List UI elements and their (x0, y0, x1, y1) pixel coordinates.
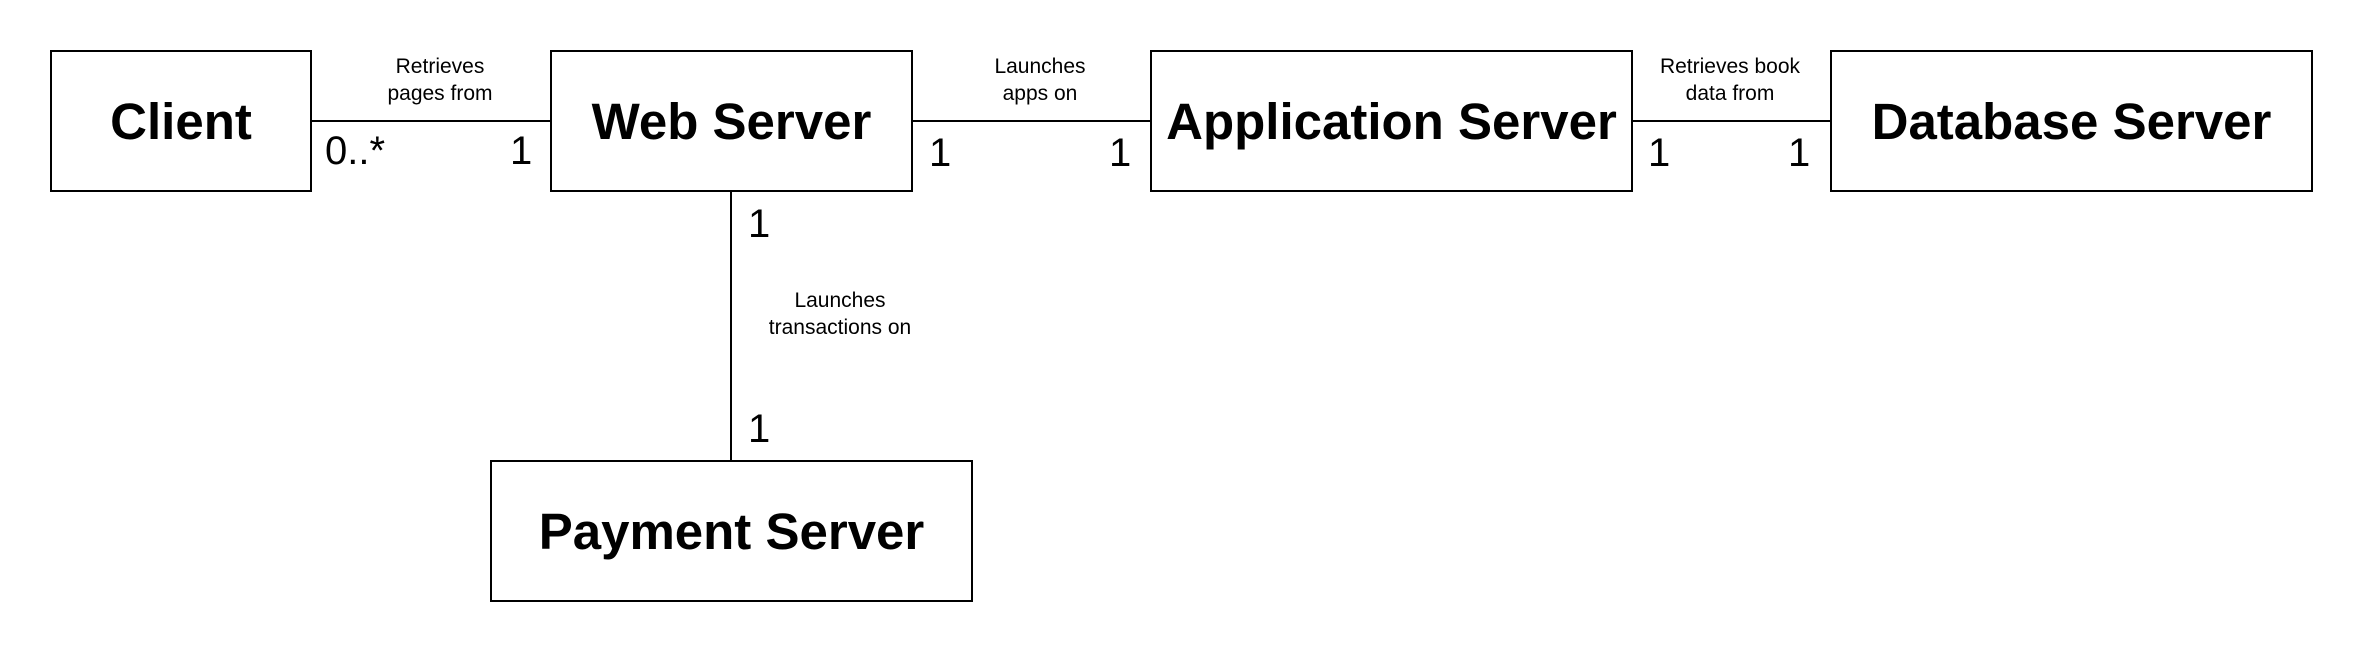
edge-web-app-label: Launches apps on (940, 53, 1140, 107)
edge-client-web-line (311, 120, 552, 122)
application-server-box: Application Server (1150, 50, 1633, 192)
edge-web-payment-label-line1: Launches (794, 289, 886, 312)
edge-app-db-line (1631, 120, 1832, 122)
mult-web-payment-target: 1 (748, 407, 771, 451)
payment-server-box: Payment Server (490, 460, 973, 602)
payment-server-label: Payment Server (538, 502, 925, 560)
edge-web-payment-line (730, 190, 732, 462)
mult-web-app-source: 1 (929, 131, 952, 175)
mult-web-payment-source: 1 (748, 202, 771, 246)
mult-web-app-target: 1 (1109, 131, 1132, 175)
database-server-label: Database Server (1871, 92, 2272, 150)
mult-client-web-target: 1 (510, 129, 533, 173)
mult-app-db-target: 1 (1788, 131, 1811, 175)
edge-web-payment-label: Launches transactions on (740, 287, 940, 341)
mult-app-db-source: 1 (1648, 131, 1671, 175)
edge-client-web-label-line1: Retrieves (395, 55, 485, 78)
mult-client-web-source: 0..* (325, 129, 386, 173)
edge-app-db-label: Retrieves book data from (1630, 53, 1830, 107)
application-server-label: Application Server (1166, 92, 1617, 150)
edge-web-app-label-line1: Launches (994, 55, 1086, 78)
edge-app-db-label-line2: data from (1685, 82, 1775, 105)
edge-web-payment-label-line2: transactions on (768, 316, 912, 339)
edge-web-app-label-line2: apps on (1002, 82, 1078, 105)
edge-app-db-label-line1: Retrieves book (1659, 55, 1801, 78)
web-server-box: Web Server (550, 50, 913, 192)
database-server-box: Database Server (1830, 50, 2313, 192)
web-server-label: Web Server (591, 92, 872, 150)
edge-web-app-line (911, 120, 1152, 122)
edge-client-web-label-line2: pages from (387, 82, 493, 105)
client-box: Client (50, 50, 312, 192)
edge-client-web-label: Retrieves pages from (340, 53, 540, 107)
client-label: Client (110, 92, 252, 150)
